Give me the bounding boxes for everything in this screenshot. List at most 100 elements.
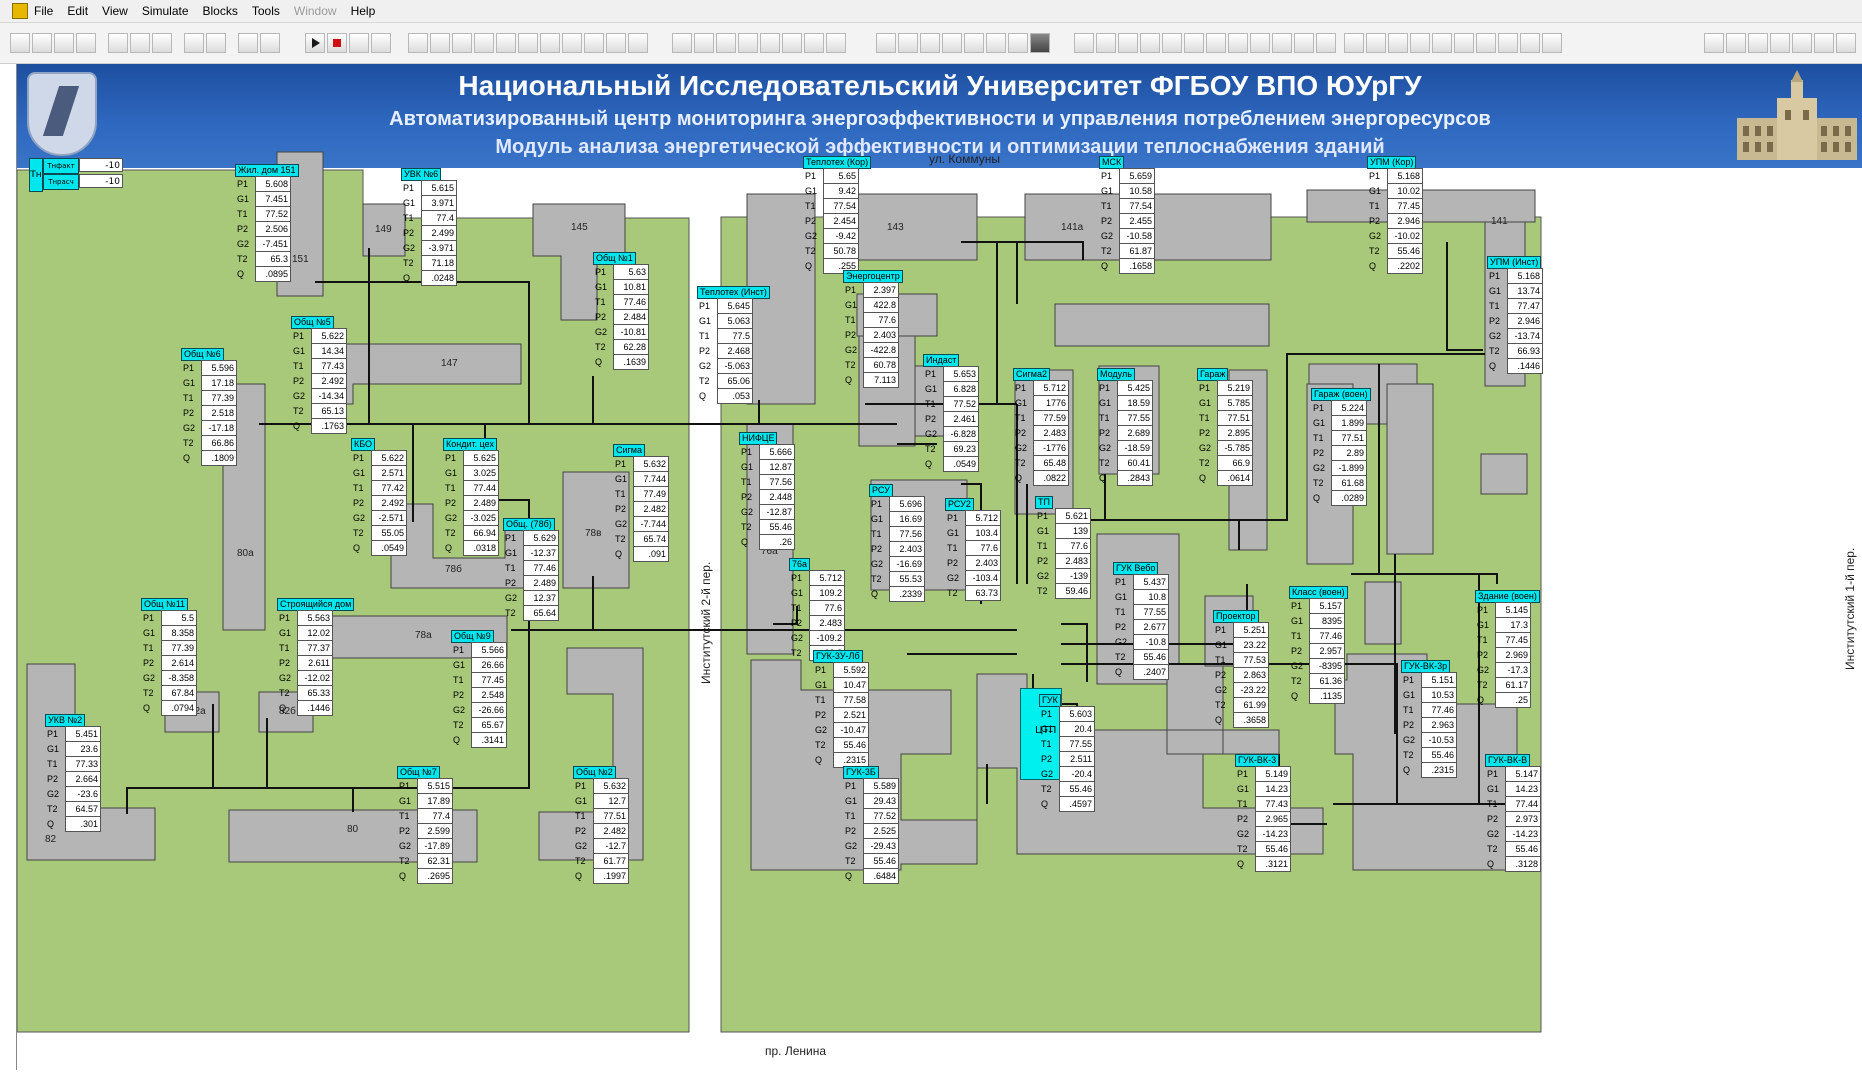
- tool-icon[interactable]: [1250, 33, 1270, 53]
- tool-icon[interactable]: [716, 33, 736, 53]
- block-title[interactable]: ГУК-3Б: [843, 766, 879, 779]
- stop-icon[interactable]: [327, 33, 347, 53]
- tool-icon[interactable]: [1770, 33, 1790, 53]
- temp-value[interactable]: -10: [79, 174, 123, 188]
- menu-file[interactable]: File: [34, 4, 54, 18]
- new-icon[interactable]: [10, 33, 30, 53]
- menu-window[interactable]: Window: [293, 4, 337, 18]
- tool-icon[interactable]: [496, 33, 516, 53]
- tool-icon[interactable]: [1792, 33, 1812, 53]
- run-icon[interactable]: [305, 33, 325, 53]
- menu-tools[interactable]: Tools: [251, 4, 280, 18]
- tool-icon[interactable]: [986, 33, 1006, 53]
- step-icon[interactable]: [349, 33, 369, 53]
- tool-icon[interactable]: [1074, 33, 1094, 53]
- tool-icon[interactable]: [1476, 33, 1496, 53]
- block-title[interactable]: Сигма2: [1013, 368, 1051, 381]
- copy-icon[interactable]: [130, 33, 150, 53]
- tool-icon[interactable]: [760, 33, 780, 53]
- up-icon[interactable]: [238, 33, 258, 53]
- tool-icon[interactable]: [1008, 33, 1028, 53]
- param-key: P1: [871, 499, 883, 509]
- block-title[interactable]: 76а: [789, 558, 811, 571]
- tool-icon[interactable]: [1454, 33, 1474, 53]
- tool-icon[interactable]: [942, 33, 962, 53]
- menu-simulate[interactable]: Simulate: [141, 4, 189, 18]
- tool-icon[interactable]: [1140, 33, 1160, 53]
- menu-help[interactable]: Help: [350, 4, 376, 18]
- tool-icon[interactable]: [584, 33, 604, 53]
- param-value: 5.437: [1133, 574, 1169, 590]
- tool-icon[interactable]: [804, 33, 824, 53]
- block-title[interactable]: Сигма: [613, 444, 646, 457]
- tool-icon[interactable]: [738, 33, 758, 53]
- tool-icon[interactable]: [1704, 33, 1724, 53]
- tool-icon[interactable]: [1498, 33, 1518, 53]
- tool-icon[interactable]: [540, 33, 560, 53]
- open-icon[interactable]: [32, 33, 52, 53]
- tool-icon[interactable]: [964, 33, 984, 53]
- block-title[interactable]: Модуль: [1097, 368, 1135, 381]
- tool-icon[interactable]: [1316, 33, 1336, 53]
- tool-icon[interactable]: [628, 33, 648, 53]
- tool-icon[interactable]: [1162, 33, 1182, 53]
- tool-icon[interactable]: [1366, 33, 1386, 53]
- block-title[interactable]: ТП: [1035, 496, 1053, 509]
- tool-icon[interactable]: [1520, 33, 1540, 53]
- paste-icon[interactable]: [152, 33, 172, 53]
- menu-view[interactable]: View: [102, 4, 128, 18]
- tool-icon[interactable]: [1184, 33, 1204, 53]
- param-key: G2: [1215, 685, 1228, 695]
- tool-icon[interactable]: [1410, 33, 1430, 53]
- tool-icon[interactable]: [474, 33, 494, 53]
- block-title[interactable]: РСУ: [869, 484, 893, 497]
- tool-icon[interactable]: [1748, 33, 1768, 53]
- tool-icon[interactable]: [1388, 33, 1408, 53]
- tool-icon[interactable]: [430, 33, 450, 53]
- tool-icon[interactable]: [452, 33, 472, 53]
- cut-icon[interactable]: [108, 33, 128, 53]
- tool-icon[interactable]: [1344, 33, 1364, 53]
- block-title[interactable]: Гараж: [1197, 368, 1229, 381]
- tool-icon[interactable]: [1206, 33, 1226, 53]
- tool-icon[interactable]: [1542, 33, 1562, 53]
- block-title[interactable]: КБО: [351, 438, 376, 451]
- tool-icon[interactable]: [826, 33, 846, 53]
- temp-value[interactable]: -10: [79, 158, 123, 172]
- tool-icon[interactable]: [562, 33, 582, 53]
- tool-icon[interactable]: [876, 33, 896, 53]
- tool-icon[interactable]: [782, 33, 802, 53]
- tool-icon[interactable]: [1836, 33, 1856, 53]
- block-title[interactable]: МСК: [1099, 156, 1125, 169]
- tool-icon[interactable]: [518, 33, 538, 53]
- debug-icon[interactable]: [371, 33, 391, 53]
- tool-icon[interactable]: [1294, 33, 1314, 53]
- tool-icon[interactable]: [694, 33, 714, 53]
- block-title[interactable]: ГУК: [1039, 694, 1061, 707]
- tool-icon[interactable]: [1726, 33, 1746, 53]
- redo-icon[interactable]: [206, 33, 226, 53]
- tool-icon[interactable]: [1030, 33, 1050, 53]
- tool-icon[interactable]: [1118, 33, 1138, 53]
- menu-blocks[interactable]: Blocks: [202, 4, 238, 18]
- tool-icon[interactable]: [1272, 33, 1292, 53]
- tool-icon[interactable]: [1814, 33, 1834, 53]
- undo-icon[interactable]: [184, 33, 204, 53]
- tool-icon[interactable]: [1228, 33, 1248, 53]
- tool-icon[interactable]: [1096, 33, 1116, 53]
- menu-edit[interactable]: Edit: [67, 4, 89, 18]
- tool-icon[interactable]: [1432, 33, 1452, 53]
- print-icon[interactable]: [76, 33, 96, 53]
- block-title[interactable]: РСУ2: [945, 498, 974, 511]
- down-icon[interactable]: [260, 33, 280, 53]
- tool-icon[interactable]: [920, 33, 940, 53]
- save-icon[interactable]: [54, 33, 74, 53]
- tool-icon[interactable]: [898, 33, 918, 53]
- tool-icon[interactable]: [672, 33, 692, 53]
- param-key: P2: [293, 376, 305, 386]
- tool-icon[interactable]: [606, 33, 626, 53]
- block-title[interactable]: Индаст: [923, 354, 960, 367]
- block-title[interactable]: НИФЦЕ: [739, 432, 778, 445]
- tool-icon[interactable]: [408, 33, 428, 53]
- block-title[interactable]: Общ №9: [451, 630, 494, 643]
